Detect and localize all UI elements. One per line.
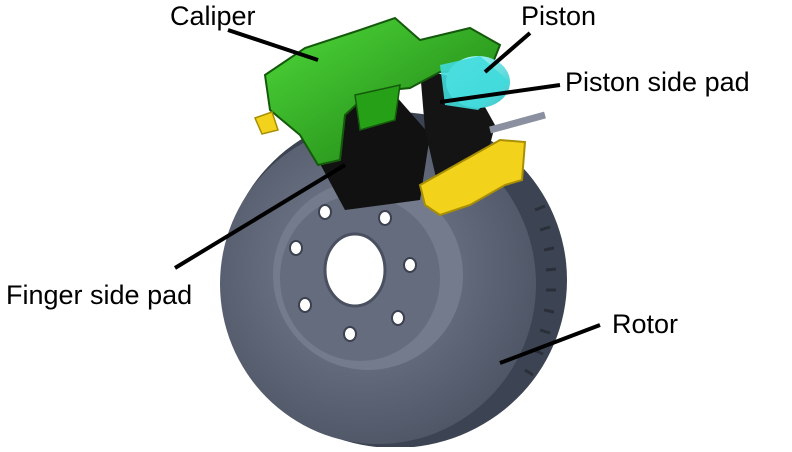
finger-side-pad [318,95,430,210]
center-bore [323,232,387,308]
piston-side-pad-label: Piston side pad [565,67,750,97]
piston-side-pad-leader [439,83,561,104]
guide-pin [489,111,546,134]
rotor-label: Rotor [612,309,679,339]
bracket-left [253,111,279,135]
rotor-leader [499,323,601,365]
leader-lines [173,28,601,365]
piston-leader [483,31,532,74]
lug-holes [289,204,417,342]
rotor-vents [524,204,557,377]
caliper [263,16,502,167]
caliper-arm [354,84,401,131]
caliper-leader [227,28,319,62]
bracket [418,138,527,217]
piston-label: Piston [521,1,597,31]
caliper-label: Caliper [170,1,256,31]
finger-side-pad-leader [173,163,347,270]
finger-side-pad-label: Finger side pad [6,280,193,310]
